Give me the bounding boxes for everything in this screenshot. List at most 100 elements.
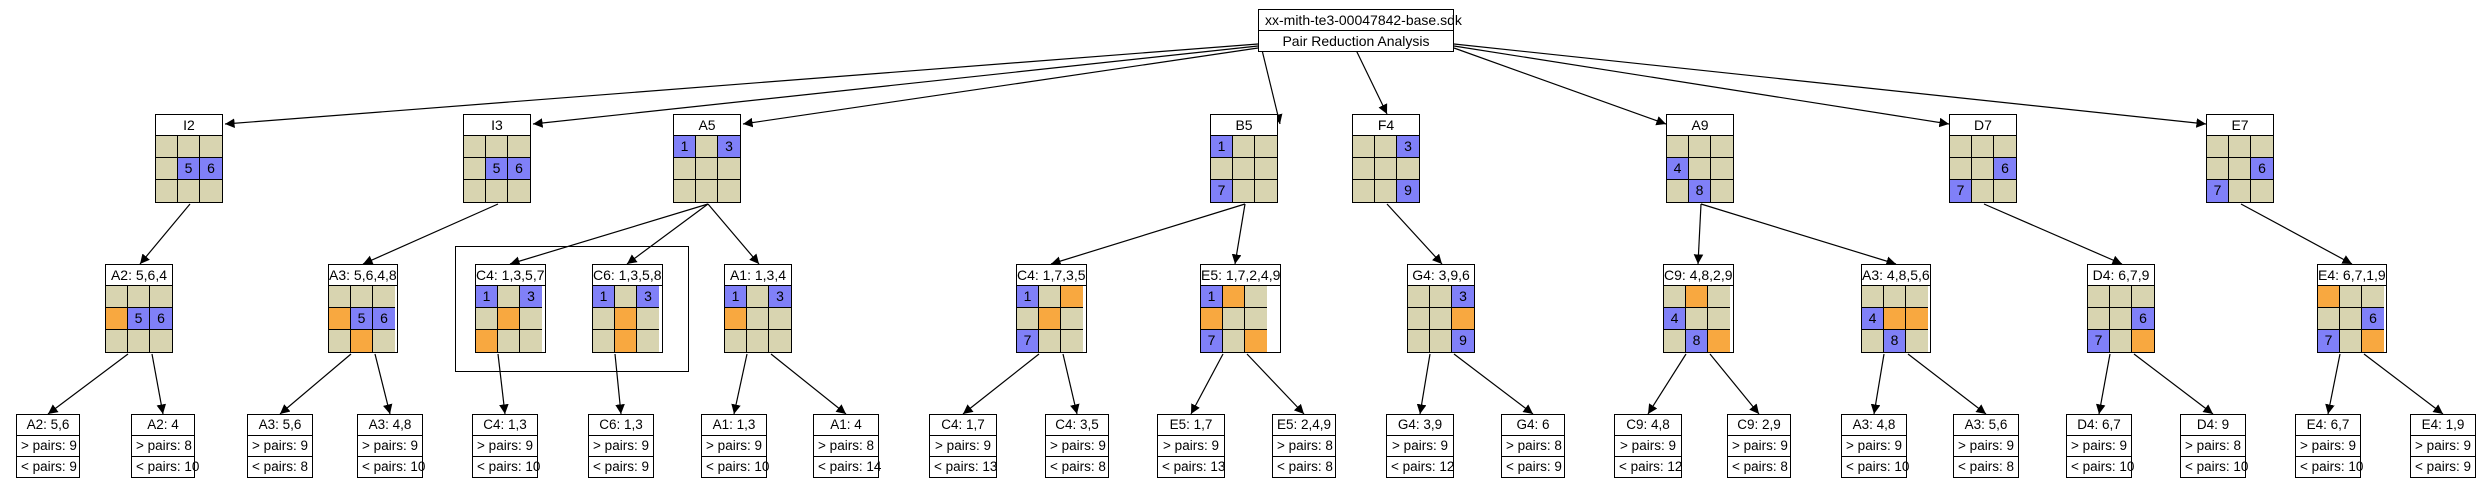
grid-cell (178, 136, 200, 158)
leaf-title: G4: 6 (1502, 415, 1564, 436)
tree-edge (1709, 353, 1760, 415)
grid-cell (2229, 158, 2251, 180)
grid-cell (2251, 180, 2273, 202)
grid-cell (329, 286, 351, 308)
leaf-result: E5: 1,7> pairs: 9< pairs: 13 (1157, 414, 1225, 478)
leaf-title: C4: 1,3 (473, 415, 537, 436)
leaf-greater-pairs: > pairs: 8 (132, 436, 194, 457)
leaf-title: C4: 1,7 (930, 415, 996, 436)
grid-cell (1667, 136, 1689, 158)
leaf-lesser-pairs: < pairs: 8 (1958, 459, 2014, 474)
cluster-box (455, 246, 689, 372)
grid-cell-eliminated (1039, 308, 1061, 330)
grid-cell-candidate: 1 (1017, 286, 1039, 308)
tree-edge (1355, 49, 1388, 115)
node-label: D4: 6,7,9 (2092, 267, 2150, 283)
leaf-title: A3: 5,6 (248, 415, 312, 436)
leaf-greater-pairs: > pairs: 9 (1954, 436, 2018, 457)
grid-cell (1375, 158, 1397, 180)
grid-cell (1039, 286, 1061, 308)
grid-cell (508, 136, 530, 158)
grid-cell-eliminated (1223, 286, 1245, 308)
grid-cell-eliminated (1061, 286, 1083, 308)
leaf-result: C4: 1,7> pairs: 9< pairs: 13 (929, 414, 997, 478)
leaf-greater-pairs: > pairs: 8 (814, 436, 878, 457)
tree-edge (770, 353, 847, 415)
tree-edge (1231, 203, 1246, 265)
grid-cell (1353, 158, 1375, 180)
grid-cell-candidate: 4 (1667, 158, 1689, 180)
grid-cell (696, 158, 718, 180)
leaf-result: A2: 4> pairs: 8< pairs: 10 (131, 414, 199, 478)
node-label: I2 (183, 117, 195, 133)
grid-cell (1233, 180, 1255, 202)
tree-edge (626, 203, 709, 265)
tree-edge (2096, 353, 2111, 415)
grid-cell (351, 286, 373, 308)
grid-cell-eliminated (2132, 330, 2154, 352)
grid-cell (1061, 330, 1083, 352)
grid-cell-candidate: 3 (769, 286, 791, 308)
grid-cell (769, 308, 791, 330)
grid-cell (1408, 286, 1430, 308)
leaf-result: C9: 2,9> pairs: 9< pairs: 8 (1727, 414, 1791, 478)
leaf-result: A3: 5,6> pairs: 9< pairs: 8 (1953, 414, 2019, 478)
grid-cell (2318, 308, 2340, 330)
grid-cell-candidate: 7 (1950, 180, 1972, 202)
leaf-lesser-pairs: < pairs: 8 (1277, 459, 1333, 474)
leaf-lesser-pairs: < pairs: 14 (818, 459, 882, 474)
tree-edge (1983, 203, 2123, 265)
grid-cell (1708, 308, 1730, 330)
grid-cell-eliminated (498, 308, 520, 330)
leaf-lesser-pairs: < pairs: 9 (593, 459, 649, 474)
leaf-result: A3: 4,8> pairs: 9< pairs: 10 (357, 414, 425, 478)
grid-cell (674, 158, 696, 180)
grid-cell-eliminated (725, 308, 747, 330)
leaf-lesser-pairs: < pairs: 10 (2300, 459, 2364, 474)
grid-cell (1667, 180, 1689, 202)
tree-edge (374, 353, 393, 415)
grid-cell (1375, 136, 1397, 158)
tree-edge (742, 47, 1259, 128)
grid-cell-candidate: 3 (1452, 286, 1474, 308)
grid-cell-eliminated (1906, 308, 1928, 330)
grid-cell (128, 330, 150, 352)
grid-cell-eliminated (1884, 308, 1906, 330)
grid-cell-candidate: 8 (1686, 330, 1708, 352)
leaf-greater-pairs: > pairs: 9 (2411, 436, 2475, 457)
grid-cell-eliminated (1708, 330, 1730, 352)
grid-cell-candidate: 6 (2362, 308, 2384, 330)
grid-cell-candidate: 6 (1994, 158, 2016, 180)
leaf-lesser-pairs: < pairs: 8 (1050, 459, 1106, 474)
leaf-result: E4: 6,7> pairs: 9< pairs: 10 (2295, 414, 2364, 478)
grid-cell (1862, 286, 1884, 308)
leaf-greater-pairs: > pairs: 9 (1387, 436, 1453, 457)
leaf-lesser-pairs: < pairs: 10 (2185, 459, 2249, 474)
grid-cell (2110, 330, 2132, 352)
tree-edge (1246, 353, 1305, 415)
grid-cell-candidate: 7 (2088, 330, 2110, 352)
leaf-title: D4: 6,7 (2067, 415, 2131, 436)
grid-cell (747, 308, 769, 330)
root-subtitle: Pair Reduction Analysis (1259, 30, 1453, 51)
node-label: E5: 1,7,2,4,9 (1201, 267, 1281, 283)
leaf-result: A3: 5,6> pairs: 9< pairs: 8 (247, 414, 313, 478)
grid-cell-candidate: 7 (1211, 180, 1233, 202)
root-title: xx-mith-te3-00047842-base.sdk (1265, 12, 1462, 28)
leaf-lesser-pairs: < pairs: 9 (2415, 459, 2471, 474)
grid-cell (1972, 136, 1994, 158)
grid-cell (329, 330, 351, 352)
tree-edge (1700, 203, 1897, 266)
grid-cell-candidate: 7 (2207, 180, 2229, 202)
node-label: D7 (1974, 117, 1992, 133)
